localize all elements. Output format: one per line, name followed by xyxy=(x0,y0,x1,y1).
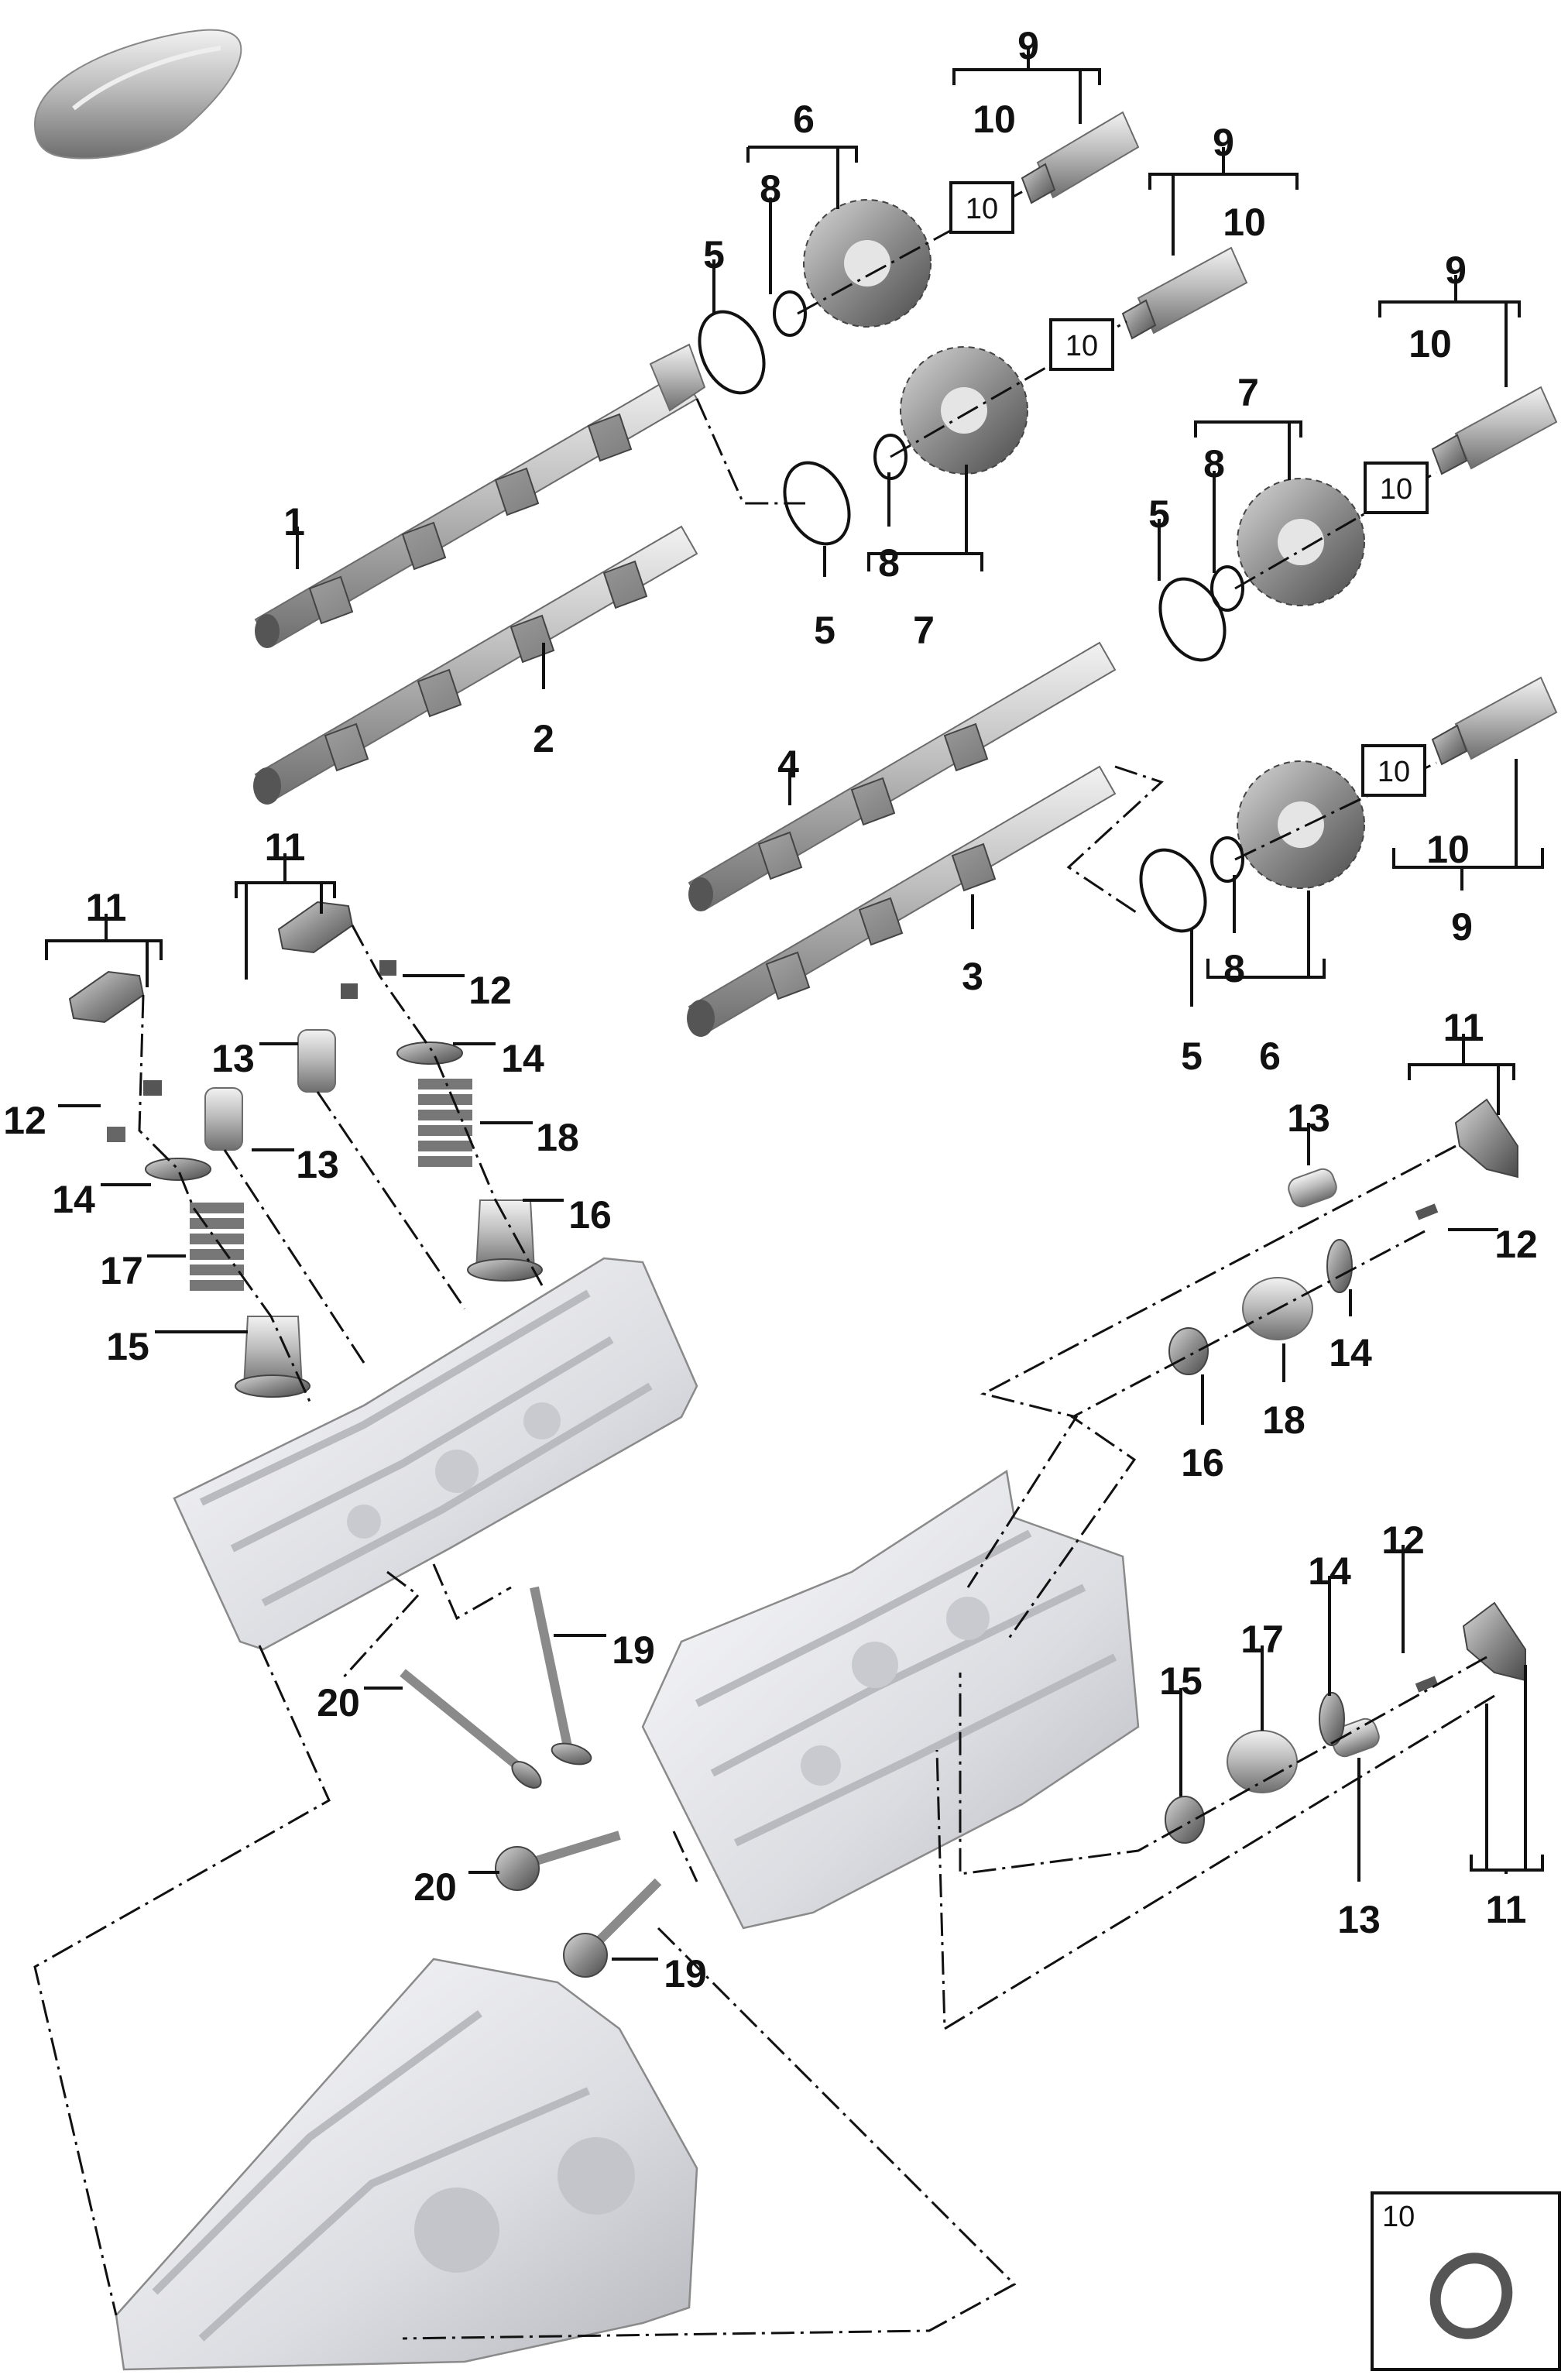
callout-c16a: 16 xyxy=(568,1193,612,1237)
callout-c13c: 13 xyxy=(1287,1096,1330,1140)
vehicle-thumbnail-icon xyxy=(33,29,242,160)
camshaft-1 xyxy=(254,343,706,648)
boxed-label-text: 10 xyxy=(1378,756,1410,788)
seal-ring-legend-box: 10 xyxy=(1371,2191,1561,2371)
boxed-label-text: 10 xyxy=(966,193,998,225)
central-valve-9b xyxy=(1121,246,1248,340)
callout-c7b: 7 xyxy=(1237,371,1259,414)
camshaft-4 xyxy=(688,641,1117,911)
circlip-8 xyxy=(773,290,1244,883)
callout-c1: 1 xyxy=(283,500,305,544)
camshaft-adjuster-6b xyxy=(1237,760,1365,889)
callout-c5d: 5 xyxy=(1181,1035,1203,1078)
callout-c9b: 9 xyxy=(1213,121,1234,164)
callout-c5a: 5 xyxy=(703,233,725,276)
cylinder-head-left xyxy=(173,1257,698,1651)
callout-c10d: 10 xyxy=(1426,828,1470,871)
callout-c11b: 11 xyxy=(265,825,306,869)
callout-c10c: 10 xyxy=(1408,322,1452,365)
callout-c20a: 20 xyxy=(317,1681,360,1724)
callout-c17a: 17 xyxy=(100,1249,143,1292)
callout-c3: 3 xyxy=(962,955,983,998)
callout-c19b: 19 xyxy=(664,1952,707,1995)
callout-c12b: 12 xyxy=(468,969,512,1012)
callout-c10a: 10 xyxy=(973,98,1016,141)
cylinder-head-right xyxy=(641,1469,1140,1930)
callout-c18a: 18 xyxy=(536,1116,579,1159)
callout-c13b: 13 xyxy=(296,1143,339,1186)
callout-c14c: 14 xyxy=(1329,1331,1372,1374)
callout-c6b: 6 xyxy=(1259,1035,1281,1078)
callout-c20b: 20 xyxy=(413,1865,457,1909)
callout-c12d: 12 xyxy=(1381,1518,1425,1562)
boxed-label-b10b: 10 xyxy=(1049,318,1114,371)
callout-c8b: 8 xyxy=(878,541,900,585)
boxed-label-text: 10 xyxy=(1380,473,1412,506)
callout-c12c: 12 xyxy=(1494,1223,1538,1266)
callout-c11d: 11 xyxy=(1486,1888,1527,1931)
callout-c10b: 10 xyxy=(1223,201,1266,244)
callout-c16b: 16 xyxy=(1181,1441,1224,1484)
camshaft-adjuster-7a xyxy=(900,346,1028,475)
callout-c6a: 6 xyxy=(793,98,815,141)
callout-c14b: 14 xyxy=(501,1037,544,1080)
engine-block xyxy=(115,1958,698,2371)
callout-c8a: 8 xyxy=(760,167,781,211)
callout-c13a: 13 xyxy=(211,1037,255,1080)
callout-c11a: 11 xyxy=(86,886,127,929)
callout-c13d: 13 xyxy=(1337,1898,1381,1941)
central-valve-9a xyxy=(1021,111,1140,204)
camshaft-2 xyxy=(253,525,698,805)
central-valve-9c xyxy=(1431,386,1558,475)
valvetrain-right xyxy=(1165,1098,1526,1844)
boxed-label-b10d: 10 xyxy=(1361,744,1426,797)
boxed-label-b10a: 10 xyxy=(949,181,1014,234)
callout-c8c: 8 xyxy=(1203,442,1225,486)
boxed-reference-labels: 10 10 10 10 xyxy=(949,181,1429,797)
callout-c14d: 14 xyxy=(1308,1549,1351,1593)
callout-labels: 1234555566778888999910101010111111111212… xyxy=(3,24,1538,1995)
callout-c8d: 8 xyxy=(1223,947,1245,990)
callout-c9c: 9 xyxy=(1445,249,1467,292)
callout-c12a: 12 xyxy=(3,1099,46,1142)
callout-c15b: 15 xyxy=(1159,1659,1203,1703)
callout-c4: 4 xyxy=(777,743,799,786)
leader-lines xyxy=(45,48,1544,1961)
callout-c17b: 17 xyxy=(1240,1618,1284,1661)
callout-c19a: 19 xyxy=(612,1628,655,1672)
callout-c9d: 9 xyxy=(1451,905,1473,949)
valvetrain-left xyxy=(68,901,543,1398)
callout-c15a: 15 xyxy=(106,1325,149,1368)
callout-c5b: 5 xyxy=(814,609,835,652)
callout-c18b: 18 xyxy=(1262,1398,1306,1442)
callout-c11c: 11 xyxy=(1443,1006,1484,1049)
legend-label: 10 xyxy=(1382,2201,1415,2233)
camshaft-adjuster-7b xyxy=(1237,478,1365,606)
central-valve-9d xyxy=(1431,676,1558,766)
boxed-label-text: 10 xyxy=(1065,330,1098,362)
callout-c5c: 5 xyxy=(1148,492,1170,536)
callout-c14a: 14 xyxy=(52,1178,95,1221)
callout-c9a: 9 xyxy=(1017,24,1039,67)
intake-exhaust-valves xyxy=(400,1586,662,1978)
callout-c2: 2 xyxy=(533,717,554,760)
callout-c7a: 7 xyxy=(913,609,935,652)
camshaft-3 xyxy=(687,765,1117,1037)
camshaft-adjuster-6a xyxy=(803,199,932,328)
boxed-label-b10c: 10 xyxy=(1364,462,1429,514)
